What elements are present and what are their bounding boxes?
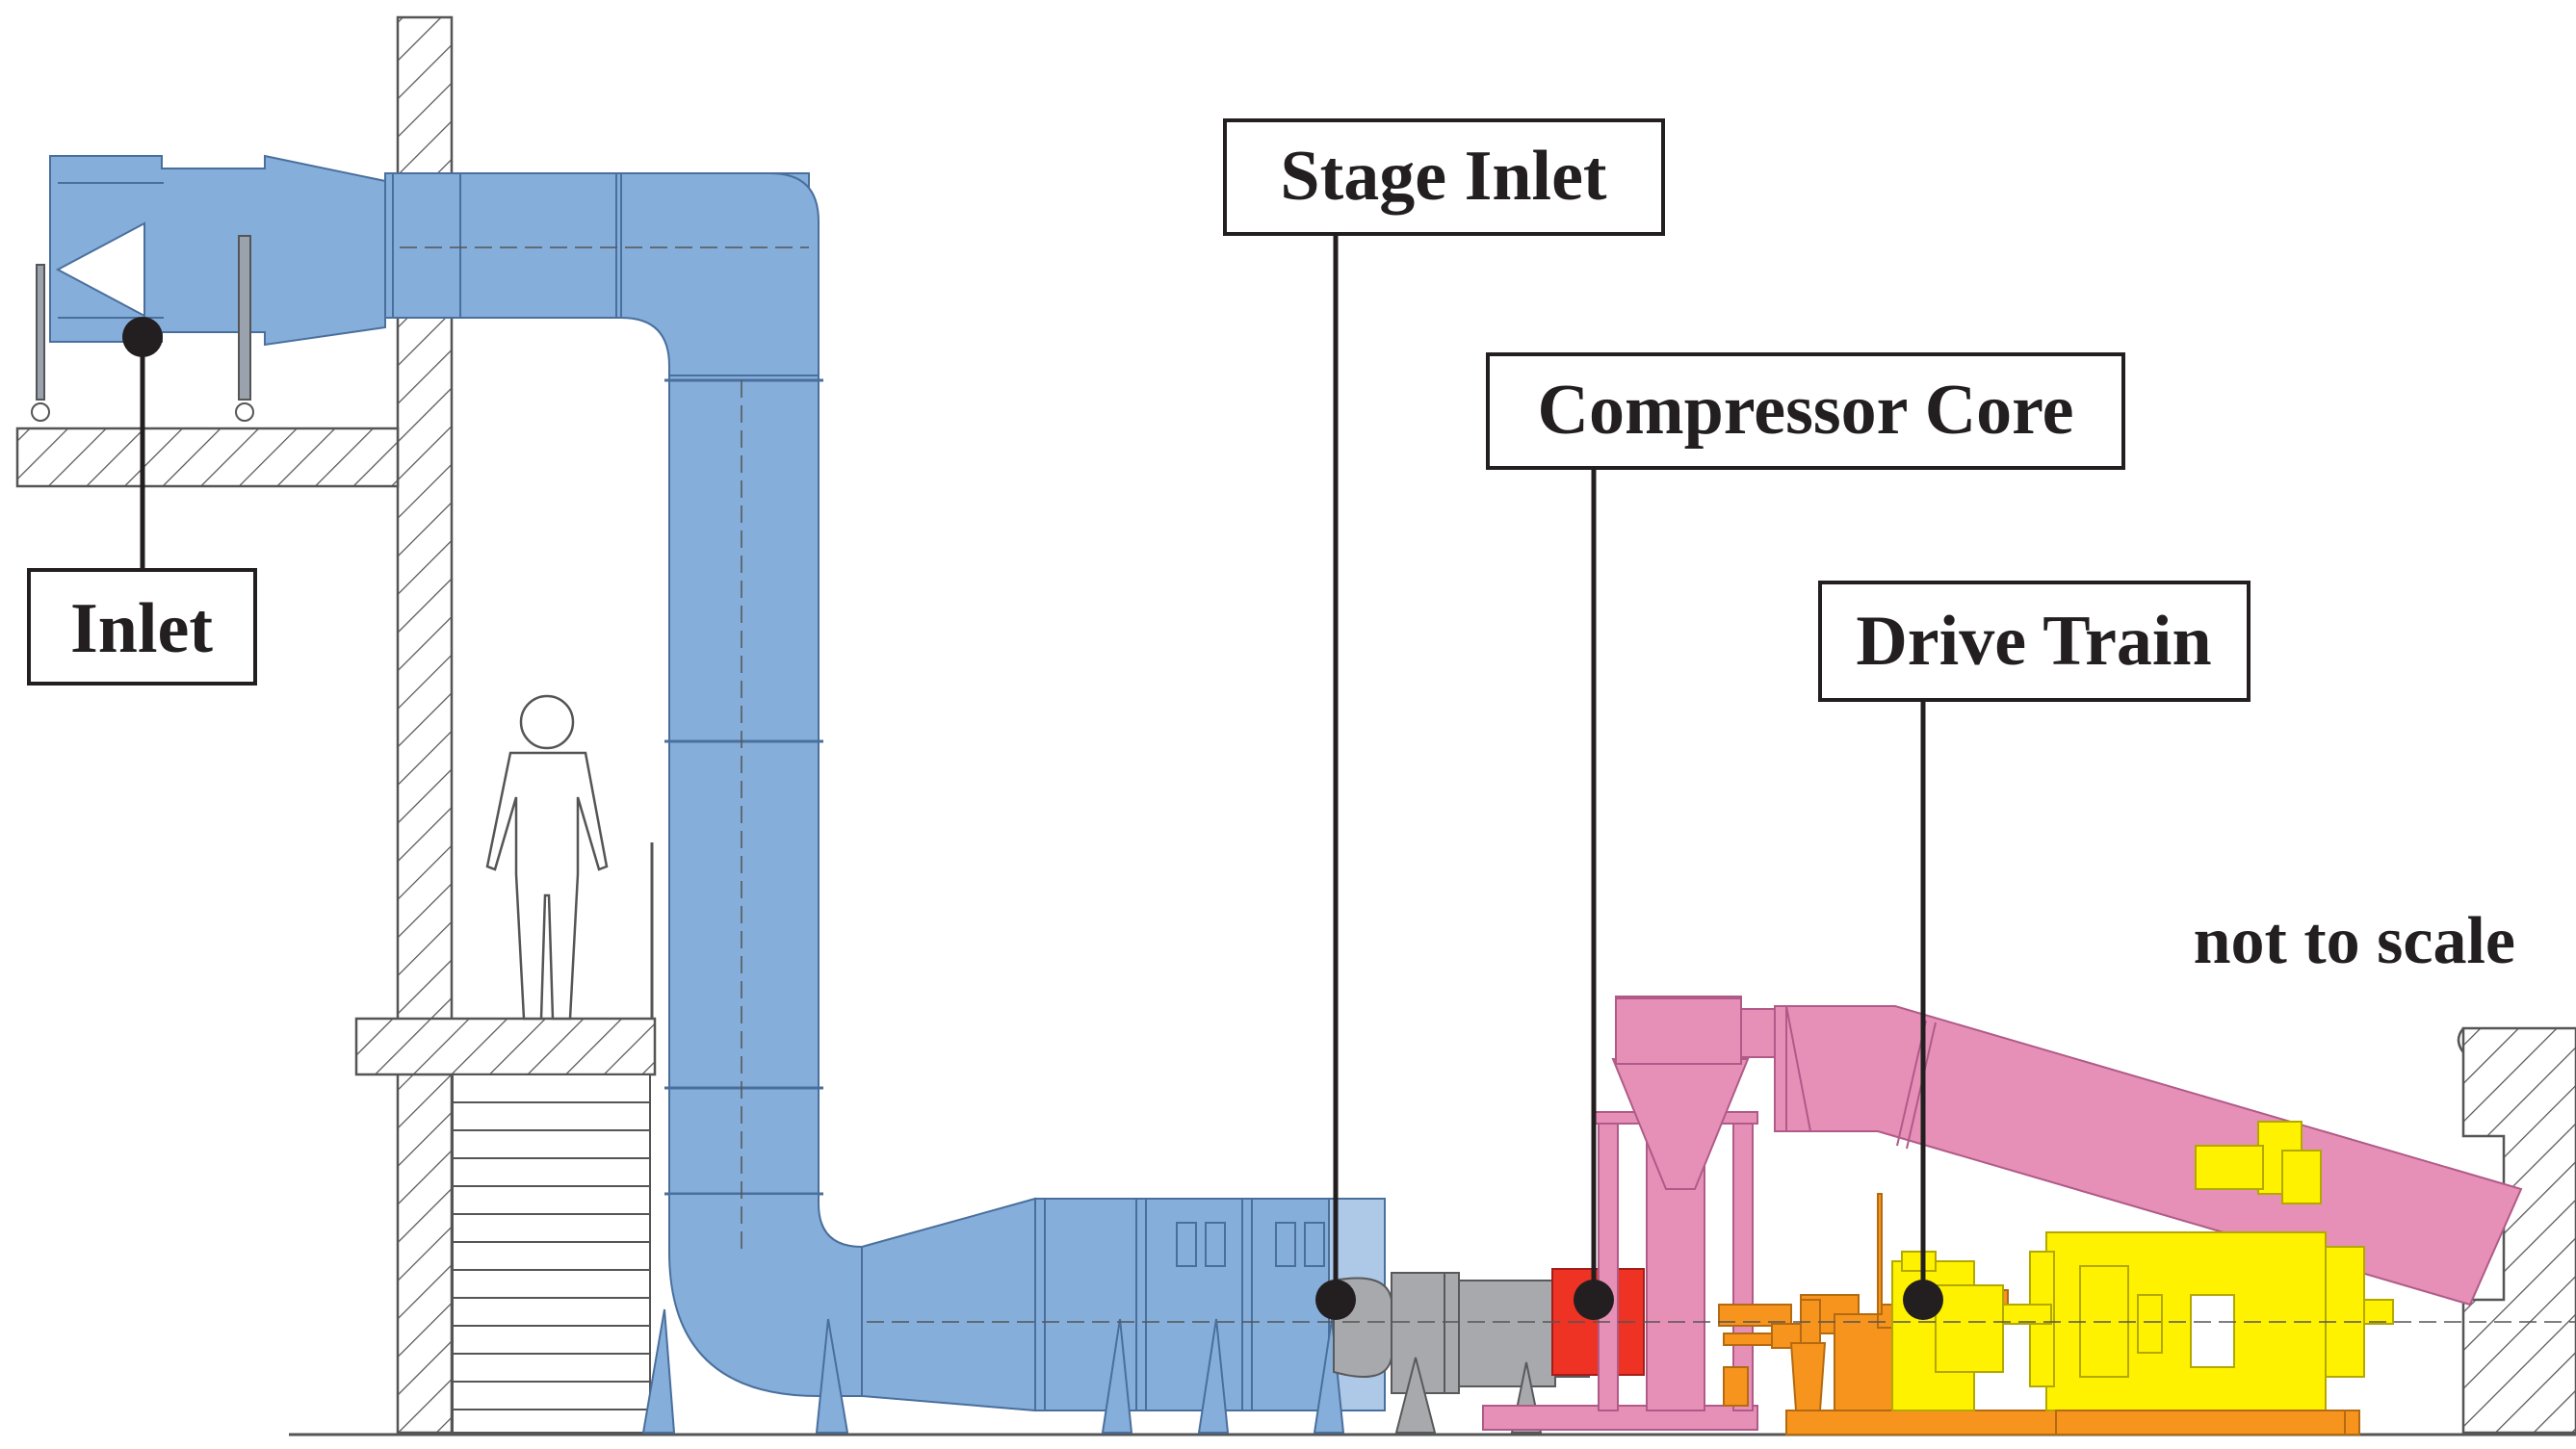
- upper-floor-slab: [15, 427, 400, 488]
- inlet-label: Inlet: [70, 589, 213, 668]
- compressor-core-label: Compressor Core: [1538, 371, 2074, 450]
- platform-slab: [354, 1017, 657, 1076]
- drive-train-label: Drive Train: [1856, 602, 2211, 681]
- callout-compressor-core-box: [1486, 352, 2125, 470]
- callout-inlet: Inlet: [27, 317, 257, 686]
- stage-inlet-label: Stage Inlet: [1280, 137, 1607, 216]
- callout-inlet-box: [27, 568, 257, 686]
- callout-stage-inlet: Stage Inlet: [1223, 118, 1665, 1320]
- callout-stage-inlet-box: [1223, 118, 1665, 236]
- callout-inlet-dot: [122, 317, 163, 357]
- inlet-duct-system: [31, 154, 1386, 1434]
- callout-compressor-core: Compressor Core: [1486, 352, 2125, 1320]
- inlet-stands: [31, 235, 254, 422]
- callout-compressor-core-dot: [1574, 1280, 1614, 1320]
- person-figure: [485, 694, 609, 1021]
- callout-stage-inlet-dot: [1315, 1280, 1356, 1320]
- callout-drive-train-dot: [1903, 1280, 1943, 1320]
- scale-note: not to scale: [2194, 904, 2515, 978]
- vertical-duct: [668, 375, 820, 1209]
- callout-drive-train-box: [1818, 581, 2251, 702]
- staircase: [452, 1074, 651, 1434]
- callout-drive-train: Drive Train: [1818, 581, 2251, 1320]
